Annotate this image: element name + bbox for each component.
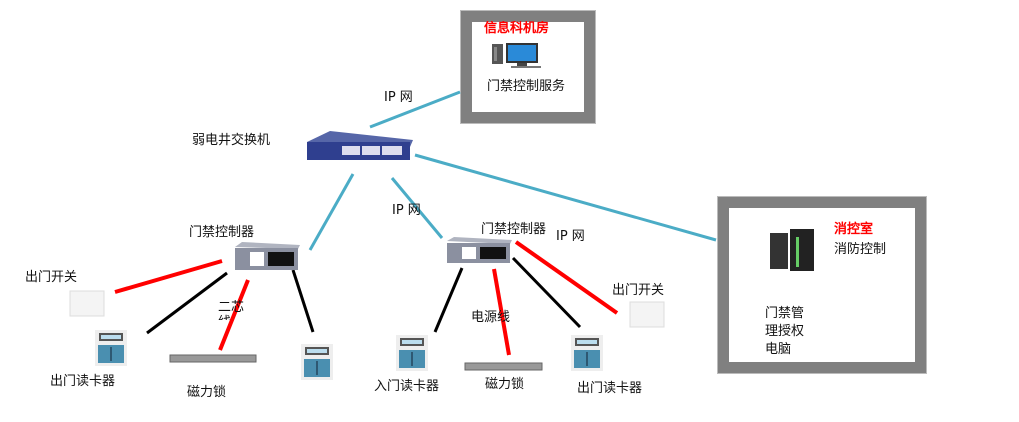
left-controller-label: 门禁控制器	[189, 225, 255, 240]
mid-ip-label: IP 网	[556, 229, 585, 244]
left-cable-label: 二芯线	[218, 300, 245, 320]
left-lock-label: 磁力锁	[187, 385, 227, 400]
switch-label: 弱电井交换机	[192, 133, 271, 148]
info-room-frame	[460, 10, 596, 124]
wire-left-exit-reader	[146, 271, 228, 335]
mid-entry-reader-icon	[396, 335, 428, 371]
ip-line-mid-controller	[390, 177, 444, 239]
left-exit-reader-label: 出门读卡器	[50, 374, 116, 389]
left-exit-switch-icon	[69, 290, 105, 317]
auth-pc-label: 门禁管理授权电脑	[765, 306, 805, 355]
wire-mid-exit-switch	[514, 240, 619, 315]
mid-controller-label: 门禁控制器	[481, 222, 547, 237]
mid-lock-label: 磁力锁	[485, 377, 525, 392]
ip-network-label-2: IP 网	[392, 203, 421, 218]
mid-magnetic-lock-icon	[464, 362, 543, 371]
left-exit-reader-icon	[95, 330, 127, 366]
mid-exit-reader-label: 出门读卡器	[577, 381, 643, 396]
left-reader-icon	[301, 344, 333, 380]
wire-left-lock	[218, 279, 250, 351]
mid-exit-reader-icon	[571, 335, 603, 371]
wire-mid-lock	[492, 268, 511, 356]
wire-left-reader	[291, 269, 315, 333]
mid-cable-label: 电源线	[471, 310, 511, 325]
ip-network-label: IP 网	[384, 90, 413, 105]
left-controller-icon	[235, 242, 300, 270]
wire-left-exit-switch	[114, 259, 223, 294]
mid-exit-switch-label: 出门开关	[612, 283, 665, 298]
wire-mid-entry-reader	[433, 267, 464, 333]
access-service-label: 门禁控制服务	[487, 79, 566, 94]
wire-mid-exit-reader	[511, 256, 582, 329]
network-switch-icon	[307, 131, 413, 160]
mid-entry-reader-label: 入门读卡器	[374, 379, 440, 394]
mid-exit-switch-icon	[629, 301, 665, 328]
ip-line-left-controller	[308, 173, 355, 251]
ip-line-fire-room	[414, 153, 717, 242]
left-magnetic-lock-icon	[169, 354, 257, 363]
mid-controller-icon	[447, 237, 512, 263]
ip-line-server	[369, 90, 461, 129]
left-exit-switch-label: 出门开关	[25, 270, 78, 285]
fire-control-label: 消防控制	[834, 242, 887, 257]
server-rack-icon	[770, 229, 814, 271]
computer-icon	[492, 43, 541, 68]
fire-room-frame	[717, 196, 927, 374]
fire-room-title: 消控室	[834, 222, 874, 237]
info-room-title: 信息科机房	[484, 21, 550, 34]
